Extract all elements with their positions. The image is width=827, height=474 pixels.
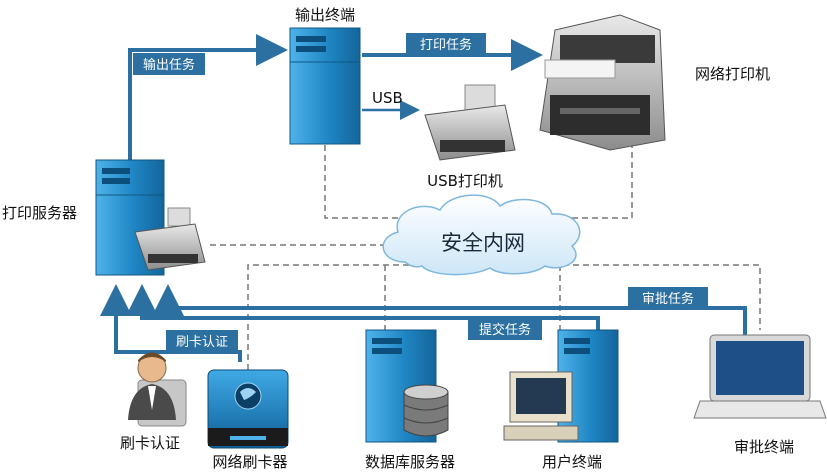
- laptop-icon: [693, 334, 827, 419]
- svg-text:刷卡认证: 刷卡认证: [176, 335, 228, 350]
- user-terminal-label: 用户终端: [542, 453, 602, 471]
- svg-text:安全内网: 安全内网: [441, 231, 525, 255]
- desktop-computer-icon: [503, 371, 579, 441]
- print-server-printer-icon: [134, 207, 206, 271]
- output-terminal-server: [289, 27, 361, 145]
- person-icon: [128, 352, 187, 427]
- svg-text:提交任务: 提交任务: [479, 322, 531, 338]
- card-reader-icon: [207, 369, 289, 449]
- card-auth-person-label: 刷卡认证: [120, 434, 180, 452]
- usb-link-label: USB: [372, 89, 403, 107]
- network-printer-icon: [539, 14, 666, 151]
- approval-terminal-label: 审批终端: [734, 438, 794, 456]
- usb-printer-icon: [424, 84, 516, 161]
- tag-approval-task: 审批任务: [628, 287, 708, 309]
- output-terminal-label: 输出终端: [295, 6, 355, 24]
- network-printer-label: 网络打印机: [695, 65, 770, 83]
- tag-card-auth: 刷卡认证: [166, 330, 238, 352]
- tag-output-task: 输出任务: [133, 53, 205, 75]
- usb-printer-label: USB打印机: [427, 172, 503, 190]
- network-card-reader-label: 网络刷卡器: [212, 453, 287, 471]
- svg-text:输出任务: 输出任务: [143, 57, 195, 73]
- print-server-label: 打印服务器: [2, 204, 77, 222]
- tag-submit-task: 提交任务: [468, 318, 542, 340]
- database-server-label: 数据库服务器: [365, 453, 455, 471]
- secure-intranet-cloud: 安全内网: [382, 194, 581, 276]
- database-cylinder-icon: [403, 384, 449, 437]
- tag-print-task: 打印任务: [406, 33, 486, 55]
- svg-text:打印任务: 打印任务: [420, 37, 472, 53]
- svg-text:审批任务: 审批任务: [642, 291, 694, 307]
